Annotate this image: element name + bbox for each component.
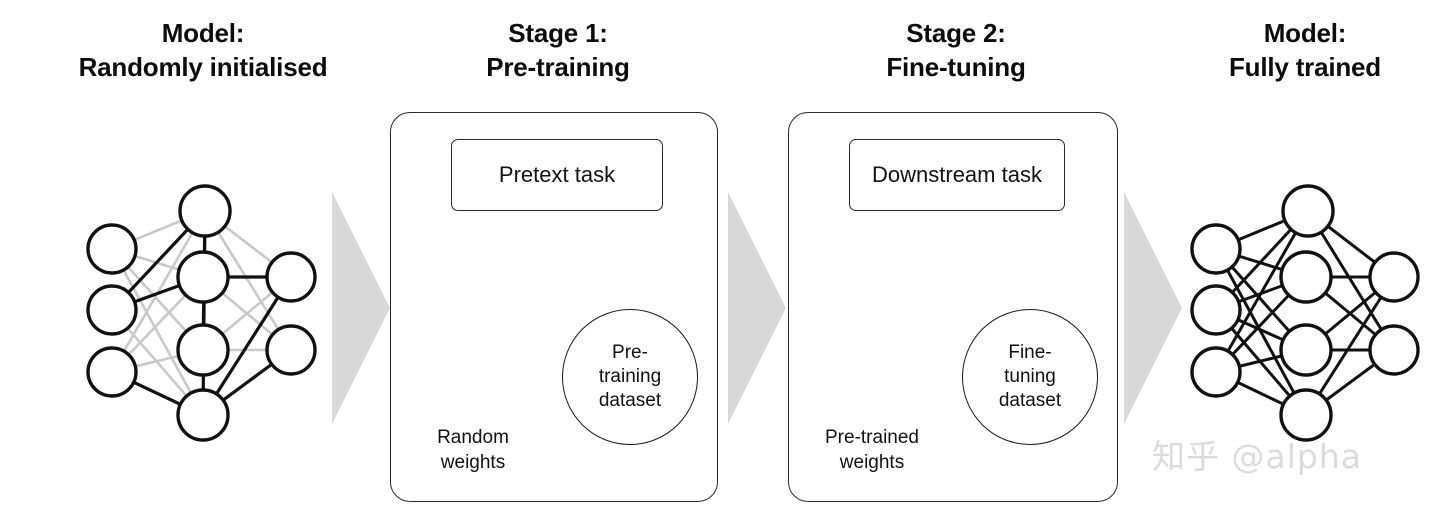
random-weights-caption: Random weights [412, 425, 534, 475]
fine-tuning-dataset-label: Fine- tuning dataset [999, 341, 1061, 414]
arrow-icon-2 [728, 192, 786, 424]
heading-stage-1-pre-training: Stage 1: Pre-training [420, 16, 696, 85]
pre-trained-weights-caption: Pre-trained weights [806, 425, 938, 475]
heading-stage2-line2: Fine-tuning [886, 52, 1026, 83]
pre-trained-weights-caption-line2: weights [839, 452, 905, 474]
heading-stage-2-fine-tuning: Stage 2: Fine-tuning [818, 16, 1094, 85]
pre-trained-weights-caption-line1: Pre-trained [825, 427, 919, 448]
pretext-task-label: Pretext task [498, 162, 616, 187]
heading-model-fully-trained: Model: Fully trained [1160, 16, 1440, 85]
pre-training-dataset-line2: training [598, 365, 662, 387]
pre-training-dataset-line3: dataset [598, 390, 662, 412]
heading-stage1-line2: Pre-training [486, 52, 630, 83]
network-left-faded-edges [110, 209, 293, 416]
fine-tuning-dataset-line3: dataset [998, 390, 1062, 412]
pre-training-dataset-circle[interactable]: Pre- training dataset [562, 309, 698, 445]
fully-trained-network [1190, 184, 1420, 442]
heading-left-line2: Randomly initialised [78, 52, 328, 83]
random-weights-caption-line2: weights [440, 452, 506, 474]
watermark: 知乎 @alpha [1152, 437, 1362, 476]
network-left-nodes [86, 184, 317, 442]
network-right-edges [1214, 209, 1396, 417]
fine-tuning-dataset-circle[interactable]: Fine- tuning dataset [962, 309, 1098, 445]
random-weights-caption-line1: Random [437, 427, 509, 448]
fine-tuning-dataset-line1: Fine- [1008, 341, 1052, 363]
arrow-icon-1 [332, 192, 390, 424]
downstream-task-box[interactable]: Downstream task [849, 139, 1065, 211]
heading-left-line1: Model: [161, 18, 245, 48]
downstream-task-label: Downstream task [872, 162, 1042, 187]
pre-training-dataset-line1: Pre- [612, 341, 648, 363]
heading-stage1-line1: Stage 1: [508, 18, 608, 48]
heading-right-line1: Model: [1263, 18, 1347, 48]
arrow-icon-3 [1124, 192, 1182, 424]
network-left-dark-edges [110, 209, 293, 417]
heading-stage2-line1: Stage 2: [906, 18, 1006, 48]
pretext-task-box[interactable]: Pretext task [451, 139, 663, 211]
heading-model-randomly-initialised: Model: Randomly initialised [58, 16, 348, 85]
fine-tuning-dataset-line2: tuning [1004, 365, 1056, 387]
randomly-initialised-network [86, 184, 317, 442]
heading-right-line2: Fully trained [1229, 52, 1381, 83]
pre-training-dataset-label: Pre- training dataset [599, 341, 661, 414]
network-right-nodes [1190, 184, 1420, 442]
